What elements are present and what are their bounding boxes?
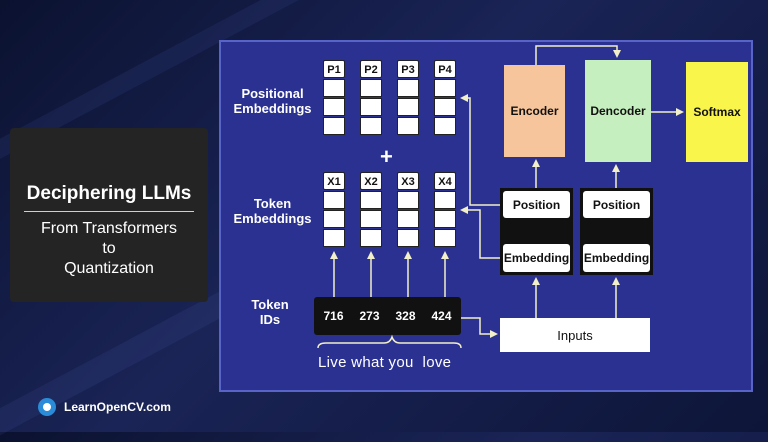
subtitle-line-2: to [102,240,116,257]
embedding-cell [397,229,419,247]
token-ids-label: Token IDs [240,297,300,327]
embedding-cell [360,191,382,209]
label-line: Embeddings [233,101,312,116]
embedding-cell [397,117,419,135]
title-card: Deciphering LLMs From Transformers to Qu… [10,128,208,302]
eye-logo-icon [38,398,56,416]
inputs-box: Inputs [500,318,650,352]
token-head-x1: X1 [323,172,345,190]
embedding-cell [397,79,419,97]
arrow-encoder-to-decoder [535,45,621,65]
label-line: Positional [241,86,304,101]
embedding-cell [360,210,382,228]
softmax-block: Softmax [686,62,748,162]
arrow-ids-to-inputs [461,317,498,338]
encoder-block: Encoder [504,65,565,157]
positional-head-p4: P4 [434,60,456,78]
embedding-cell [323,117,345,135]
embedding-cell [434,191,456,209]
embedding-cell [434,117,456,135]
label-line: IDs [259,312,281,327]
diagram-arrows [317,45,684,349]
token-id-4: 424 [426,301,457,331]
embedding-cell [360,117,382,135]
decoder-embedding-box: Embedding [583,244,650,272]
encoder-embedding-box: Embedding [503,244,570,272]
positional-head-p2: P2 [360,60,382,78]
token-head-x2: X2 [360,172,382,190]
embedding-cell [397,191,419,209]
encoder-position-box: Position [503,191,570,218]
label-line: Token [253,196,292,211]
embedding-cell [434,98,456,116]
embedding-cell [434,79,456,97]
embedding-cell [323,229,345,247]
embedding-cell [323,98,345,116]
positional-embeddings-label: Positional Embeddings [225,86,320,116]
token-head-x3: X3 [397,172,419,190]
embedding-cell [360,229,382,247]
subtitle-line-3: Quantization [64,260,154,277]
embedding-cell [323,210,345,228]
embedding-cell [323,191,345,209]
title-heading: Deciphering LLMs [26,183,192,204]
arrow-position-to-positional-embeddings [460,94,500,206]
decoder-block: Dencoder [585,60,651,162]
token-id-3: 328 [390,301,421,331]
token-embeddings-label: Token Embeddings [225,196,320,226]
brand[interactable]: LearnOpenCV.com [38,398,171,416]
embedding-cell [360,79,382,97]
title-divider [24,211,194,212]
input-sentence: Live what you love [318,354,452,371]
embedding-cell [360,98,382,116]
subtitle-line-1: From Transformers [40,220,177,237]
arrow-embedding-to-token-embeddings [460,206,500,259]
embedding-cell [434,229,456,247]
brand-name: LearnOpenCV.com [64,400,171,414]
positional-head-p1: P1 [323,60,345,78]
decoder-position-box: Position [583,191,650,218]
token-brace [317,334,462,349]
embedding-cell [323,79,345,97]
token-head-x4: X4 [434,172,456,190]
embedding-cell [434,210,456,228]
token-id-1: 716 [318,301,349,331]
embedding-cell [397,98,419,116]
token-id-2: 273 [354,301,385,331]
embedding-cell [397,210,419,228]
label-line: Embeddings [233,211,312,226]
plus-sign: + [380,144,393,169]
positional-head-p3: P3 [397,60,419,78]
label-line: Token [251,297,289,312]
